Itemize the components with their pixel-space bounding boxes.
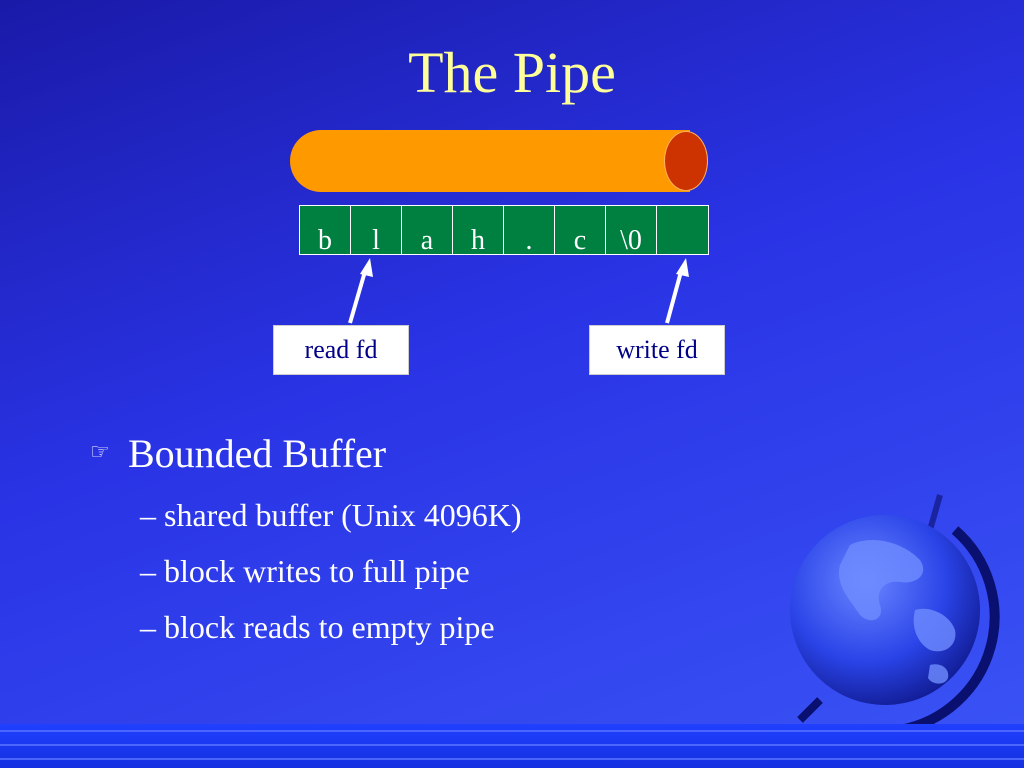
- bullet-list: ☞ Bounded Buffer – shared buffer (Unix 4…: [90, 430, 522, 646]
- pipe-illustration: [290, 130, 710, 192]
- buffer-cell: l: [351, 206, 402, 256]
- buffer-cell: .: [504, 206, 555, 256]
- read-fd-arrow: [348, 258, 373, 324]
- buffer-cell: a: [402, 206, 453, 256]
- read-fd-box: read fd: [273, 325, 409, 375]
- buffer-cell: b: [300, 206, 351, 256]
- write-fd-arrow: [665, 258, 689, 324]
- pipe-buffer: b l a h . c \0: [299, 205, 709, 256]
- write-fd-box: write fd: [589, 325, 725, 375]
- pointing-hand-icon: ☞: [90, 440, 110, 465]
- sub-bullet: – block writes to full pipe: [140, 553, 470, 589]
- pipe-end-cap: [664, 131, 708, 191]
- pipe-body: [290, 130, 690, 192]
- buffer-cell: h: [453, 206, 504, 256]
- buffer-cell: c: [555, 206, 606, 256]
- buffer-cell: \0: [606, 206, 657, 256]
- sub-bullet: – block reads to empty pipe: [140, 609, 495, 645]
- bottom-bar: [0, 724, 1024, 768]
- bullet-text: Bounded Buffer: [128, 431, 387, 476]
- buffer-cell: [657, 206, 708, 254]
- globe-icon: [790, 494, 1000, 746]
- sub-bullet: – shared buffer (Unix 4096K): [140, 497, 522, 533]
- bullet-item: ☞ Bounded Buffer: [90, 430, 522, 478]
- slide-title: The Pipe: [408, 40, 616, 105]
